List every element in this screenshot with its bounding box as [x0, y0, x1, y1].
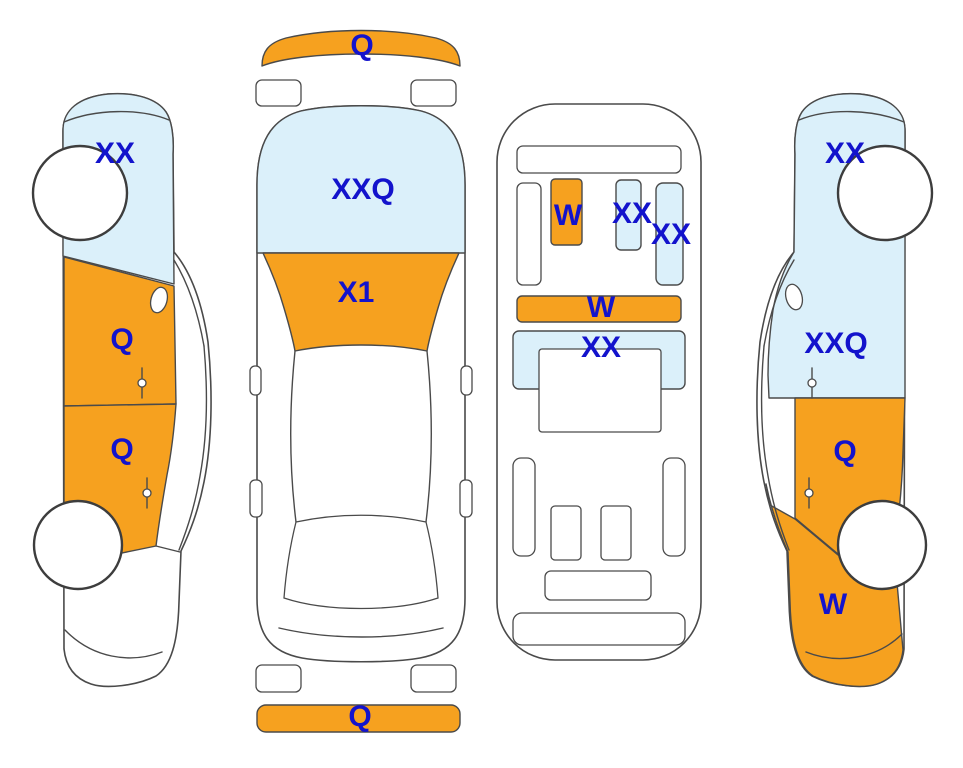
damage-code-label: Q — [350, 29, 373, 62]
right-a-pillar-line — [763, 259, 795, 347]
damage-code-label: W — [587, 291, 616, 324]
windshield-highlight — [262, 252, 460, 352]
roof-right-rail-line — [425, 350, 433, 523]
left-front-wheel — [31, 144, 129, 242]
damage-code-label: Q — [110, 433, 133, 466]
left-rear-wheel — [32, 499, 124, 591]
rear-left-lamp — [255, 664, 302, 693]
top-view: Q XXQ X1 Q — [249, 29, 473, 733]
left-side-view: XX Q Q — [31, 92, 212, 688]
roof-left-rail-line — [289, 350, 297, 523]
right-rear-fender-highlight — [765, 483, 904, 688]
damage-code-label: XX — [95, 137, 135, 170]
front-right-lamp — [410, 79, 457, 107]
front-seat-highlight — [550, 178, 583, 246]
right-door-guard — [459, 479, 473, 518]
right-rear-wheel — [836, 499, 928, 591]
left-roof-line — [178, 345, 208, 551]
right-nose-line — [798, 110, 905, 123]
left-sill-line — [155, 545, 181, 553]
interior-view: W XX XX W XX — [496, 103, 702, 661]
right-roof-line — [760, 345, 790, 551]
mid-row-highlight — [516, 295, 682, 323]
right-side-view: XX XXQ Q W — [756, 92, 934, 688]
rear-window-outline — [283, 514, 439, 610]
damage-code-label: XX — [825, 137, 865, 170]
damage-code-label: XX — [651, 218, 691, 251]
rear-right-lamp — [410, 664, 457, 693]
rear-seat-bench — [544, 570, 652, 601]
rear-left-trim — [512, 457, 536, 557]
front-left-lamp — [255, 79, 302, 107]
trunk-line — [278, 627, 444, 638]
damage-code-label: Q — [348, 700, 371, 733]
right-mirror-top-icon — [460, 365, 473, 396]
right-front-wheel — [836, 144, 934, 242]
damage-code-label: X1 — [338, 276, 375, 309]
left-door-guard — [249, 479, 263, 518]
damage-code-label: W — [819, 588, 848, 621]
right-rear-door-handle-knob-icon — [804, 488, 814, 498]
damage-code-label: Q — [833, 435, 856, 468]
front-left-trim — [516, 182, 542, 286]
damage-code-label: W — [554, 199, 583, 232]
damage-code-label: XX — [581, 331, 621, 364]
front-bumper-highlight — [261, 29, 461, 67]
rear-bumper-highlight — [256, 704, 461, 733]
left-a-pillar-line — [173, 259, 205, 347]
left-nose-line — [63, 110, 170, 123]
hood-highlight — [256, 105, 466, 254]
damage-code-label: XXQ — [804, 327, 867, 360]
damage-code-label: XXQ — [331, 173, 394, 206]
right-rear-bumper-line — [805, 633, 903, 660]
damage-code-label: XX — [612, 197, 652, 230]
left-rear-door-handle-knob-icon — [142, 488, 152, 498]
right-front-door-handle-knob-icon — [807, 378, 817, 388]
rear-right-trim — [662, 457, 686, 557]
left-front-door-handle-knob-icon — [137, 378, 147, 388]
right-mirror-icon — [784, 283, 804, 311]
front-right-trim-highlight — [655, 182, 684, 286]
center-console — [538, 348, 662, 433]
rear-seat-left — [550, 505, 582, 561]
left-mirror-icon — [149, 286, 169, 314]
damage-code-label: Q — [110, 323, 133, 356]
dashboard — [516, 145, 682, 174]
front-right-seat-highlight — [615, 179, 642, 251]
rear-shelf — [512, 612, 686, 646]
rear-seat-right — [600, 505, 632, 561]
left-rear-bumper-line — [64, 629, 163, 659]
left-mirror-top-icon — [249, 365, 262, 396]
